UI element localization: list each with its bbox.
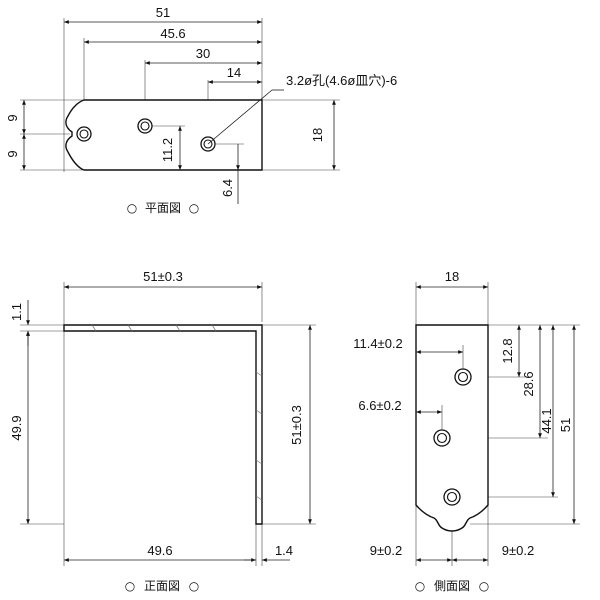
caption-marker: ○ (127, 201, 137, 215)
dim-text-11-2: 11.2 (160, 138, 175, 162)
front-view: 51±0.3 1.1 49.9 51±0.3 49.6 1.4 (9, 269, 316, 593)
dim-text-51-0-3-vertical: 51±0.3 (289, 405, 304, 445)
dim-text-45-6: 45.6 (160, 26, 185, 41)
caption-marker: ○ (125, 579, 135, 593)
side-hole-2 (433, 429, 451, 447)
dim-text-1-1: 1.1 (9, 303, 24, 321)
dim-text-6-4: 6.4 (220, 179, 235, 197)
plan-hole-1 (76, 126, 92, 142)
plan-part-outline (65, 99, 263, 171)
caption-marker: ○ (415, 579, 425, 593)
dim-text-44-1: 44.1 (539, 408, 554, 433)
dim-text-6-6: 6.6±0.2 (358, 398, 401, 413)
dim-text-9-top: 9 (5, 114, 20, 121)
hole-note: 3.2ø孔(4.6ø皿穴)-6 (286, 73, 397, 88)
dim-text-side-18: 18 (445, 269, 459, 284)
dim-text-49-9: 49.9 (9, 415, 24, 440)
dim-text-18: 18 (310, 128, 325, 142)
plan-view-caption: 平面図 (145, 201, 181, 215)
side-view: 18 11.4±0.2 6.6±0.2 12.8 28.6 44.1 (353, 269, 580, 593)
dim-text-51: 51 (156, 5, 170, 20)
bend-marks (91, 324, 263, 501)
hole-leader (207, 89, 273, 145)
dim-text-side-51: 51 (558, 418, 573, 432)
dim-text-49-6: 49.6 (147, 543, 172, 558)
front-view-caption: 正面図 (144, 579, 180, 593)
dim-text-9-right: 9±0.2 (502, 543, 534, 558)
dim-text-12-8: 12.8 (500, 338, 515, 363)
front-part-outline (63, 324, 263, 525)
side-hole-3 (443, 488, 461, 506)
dim-text-9-bottom: 9 (5, 150, 20, 157)
caption-marker: ○ (189, 201, 199, 215)
dim-text-30: 30 (196, 46, 210, 61)
dim-text-9-left: 9±0.2 (370, 543, 402, 558)
side-hole-1 (454, 368, 472, 386)
dim-text-1-4: 1.4 (275, 543, 293, 558)
caption-marker: ○ (189, 579, 199, 593)
plan-view: 51 45.6 30 14 9 9 18 11.2 (5, 5, 397, 215)
dim-text-11-4: 11.4±0.2 (353, 336, 403, 351)
dim-text-28-6: 28.6 (521, 371, 536, 396)
dim-text-14: 14 (227, 65, 241, 80)
plan-hole-2 (137, 118, 153, 134)
dim-text-51-0-3: 51±0.3 (143, 269, 183, 284)
side-view-caption: 側面図 (434, 579, 470, 593)
caption-marker: ○ (479, 579, 489, 593)
